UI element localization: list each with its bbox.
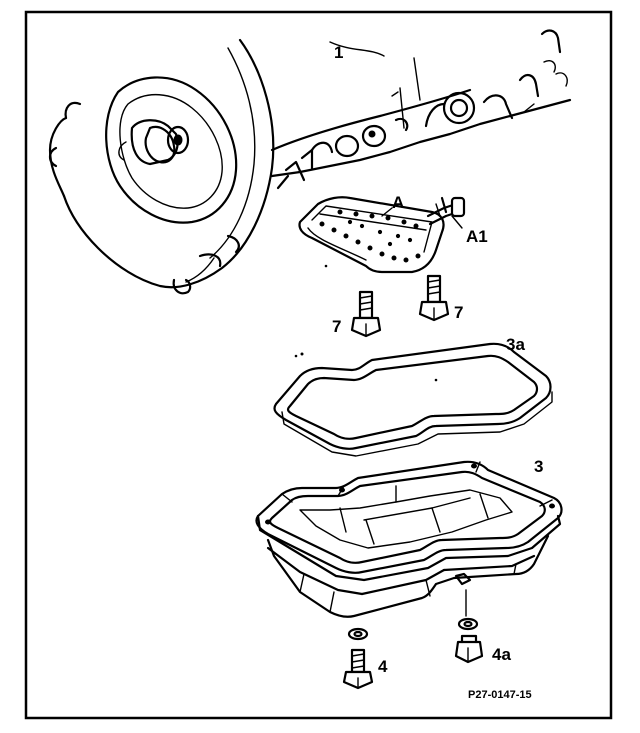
oil-pan [255, 460, 563, 618]
screw-seal-left [347, 627, 369, 641]
callout-transmission: 1 [334, 43, 343, 62]
leader-filter [381, 207, 393, 217]
callout-gasket: 3a [506, 335, 525, 354]
diagram-frame [24, 10, 613, 720]
callout-screw-right: 7 [454, 303, 463, 322]
oil-filter [298, 196, 466, 274]
scan-speckles [294, 264, 438, 382]
callout-drain-screw: 4 [378, 657, 388, 676]
callout-oil-pan: 3 [534, 457, 543, 476]
figure-code: P27-0147-15 [468, 689, 532, 701]
callout-filter-seal: A1 [466, 227, 488, 246]
filter-screw-left [350, 290, 382, 338]
drain-screw-left [342, 648, 374, 690]
drain-screw-right [454, 634, 484, 664]
callout-drain-seal: 4a [492, 645, 511, 664]
callout-filter: A [392, 193, 404, 212]
transmission-housing [48, 29, 572, 295]
drain-seal [457, 617, 479, 631]
oil-pan-gasket [273, 342, 553, 457]
filter-screw-right [418, 274, 450, 322]
callout-screw-left: 7 [332, 317, 341, 336]
leader-filter-seal [451, 215, 463, 229]
